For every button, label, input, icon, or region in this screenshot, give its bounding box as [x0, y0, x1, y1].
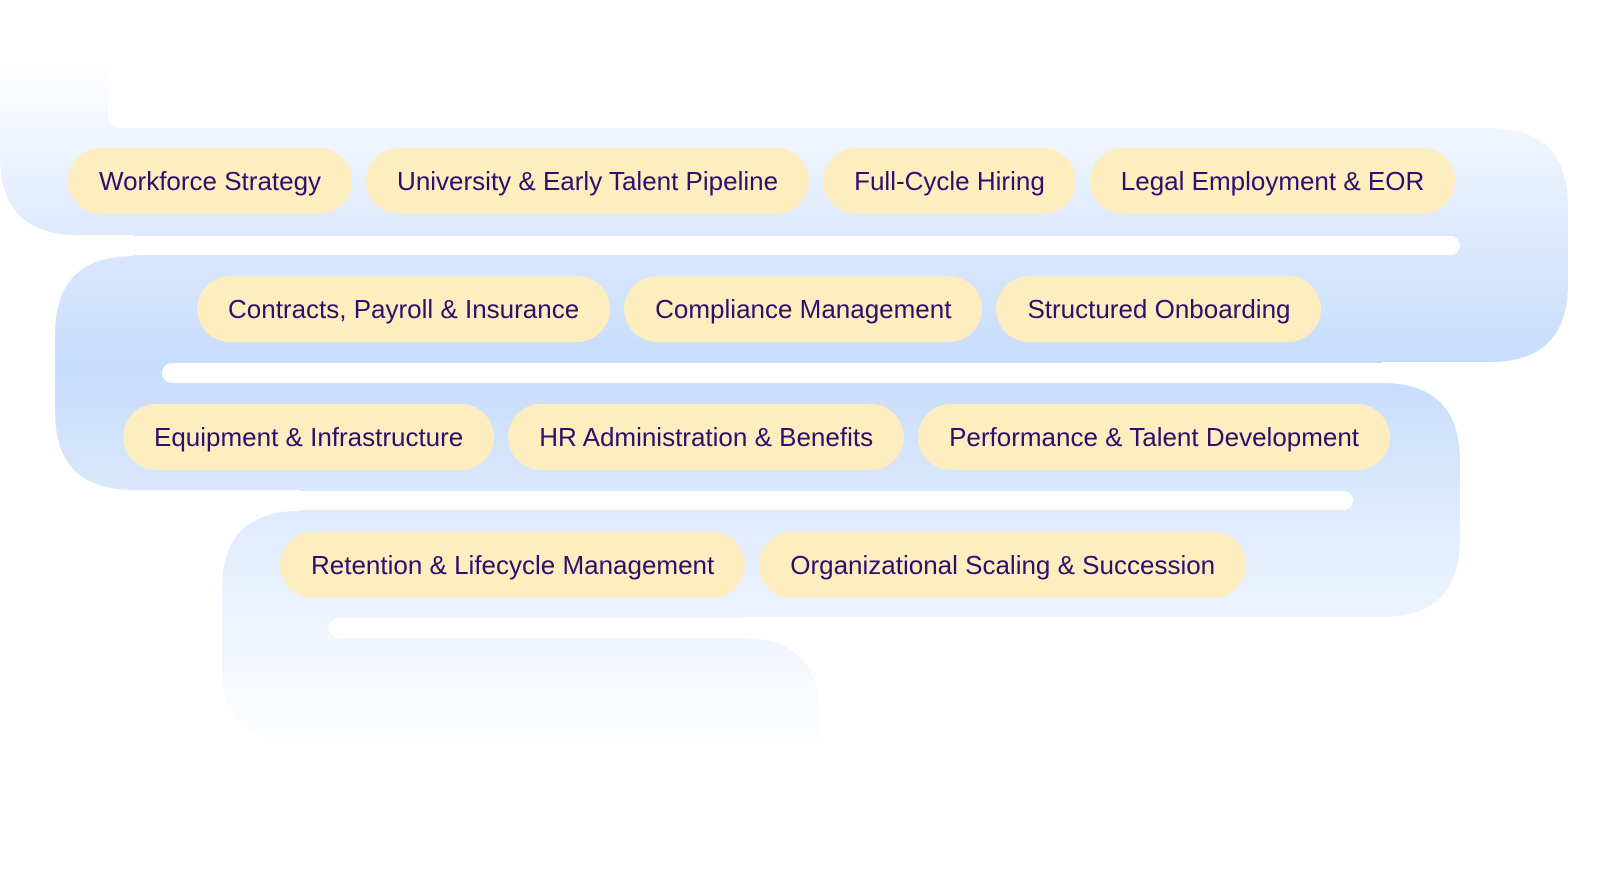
pill-legal-employment-eor: Legal Employment & EOR	[1089, 148, 1456, 214]
row-4: Retention & Lifecycle Management Organiz…	[280, 532, 1247, 598]
row-2: Contracts, Payroll & Insurance Complianc…	[197, 276, 1322, 342]
pill-hr-administration: HR Administration & Benefits	[508, 404, 905, 470]
pill-performance-talent: Performance & Talent Development	[918, 404, 1391, 470]
row-1: Workforce Strategy University & Early Ta…	[68, 148, 1456, 214]
pill-structured-onboarding: Structured Onboarding	[996, 276, 1322, 342]
separator-1	[60, 236, 1460, 255]
pill-university-early-talent: University & Early Talent Pipeline	[366, 148, 810, 214]
separator-2	[162, 363, 1600, 383]
pill-retention-lifecycle: Retention & Lifecycle Management	[280, 532, 746, 598]
separator-4	[329, 618, 1600, 638]
separator-3	[40, 491, 1353, 510]
row-3: Equipment & Infrastructure HR Administra…	[123, 404, 1391, 470]
pill-workforce-strategy: Workforce Strategy	[68, 148, 353, 214]
pill-compliance-management: Compliance Management	[624, 276, 983, 342]
pill-equipment-infrastructure: Equipment & Infrastructure	[123, 404, 495, 470]
pill-organizational-scaling: Organizational Scaling & Succession	[759, 532, 1247, 598]
pill-contracts-payroll: Contracts, Payroll & Insurance	[197, 276, 611, 342]
pill-full-cycle-hiring: Full-Cycle Hiring	[823, 148, 1076, 214]
